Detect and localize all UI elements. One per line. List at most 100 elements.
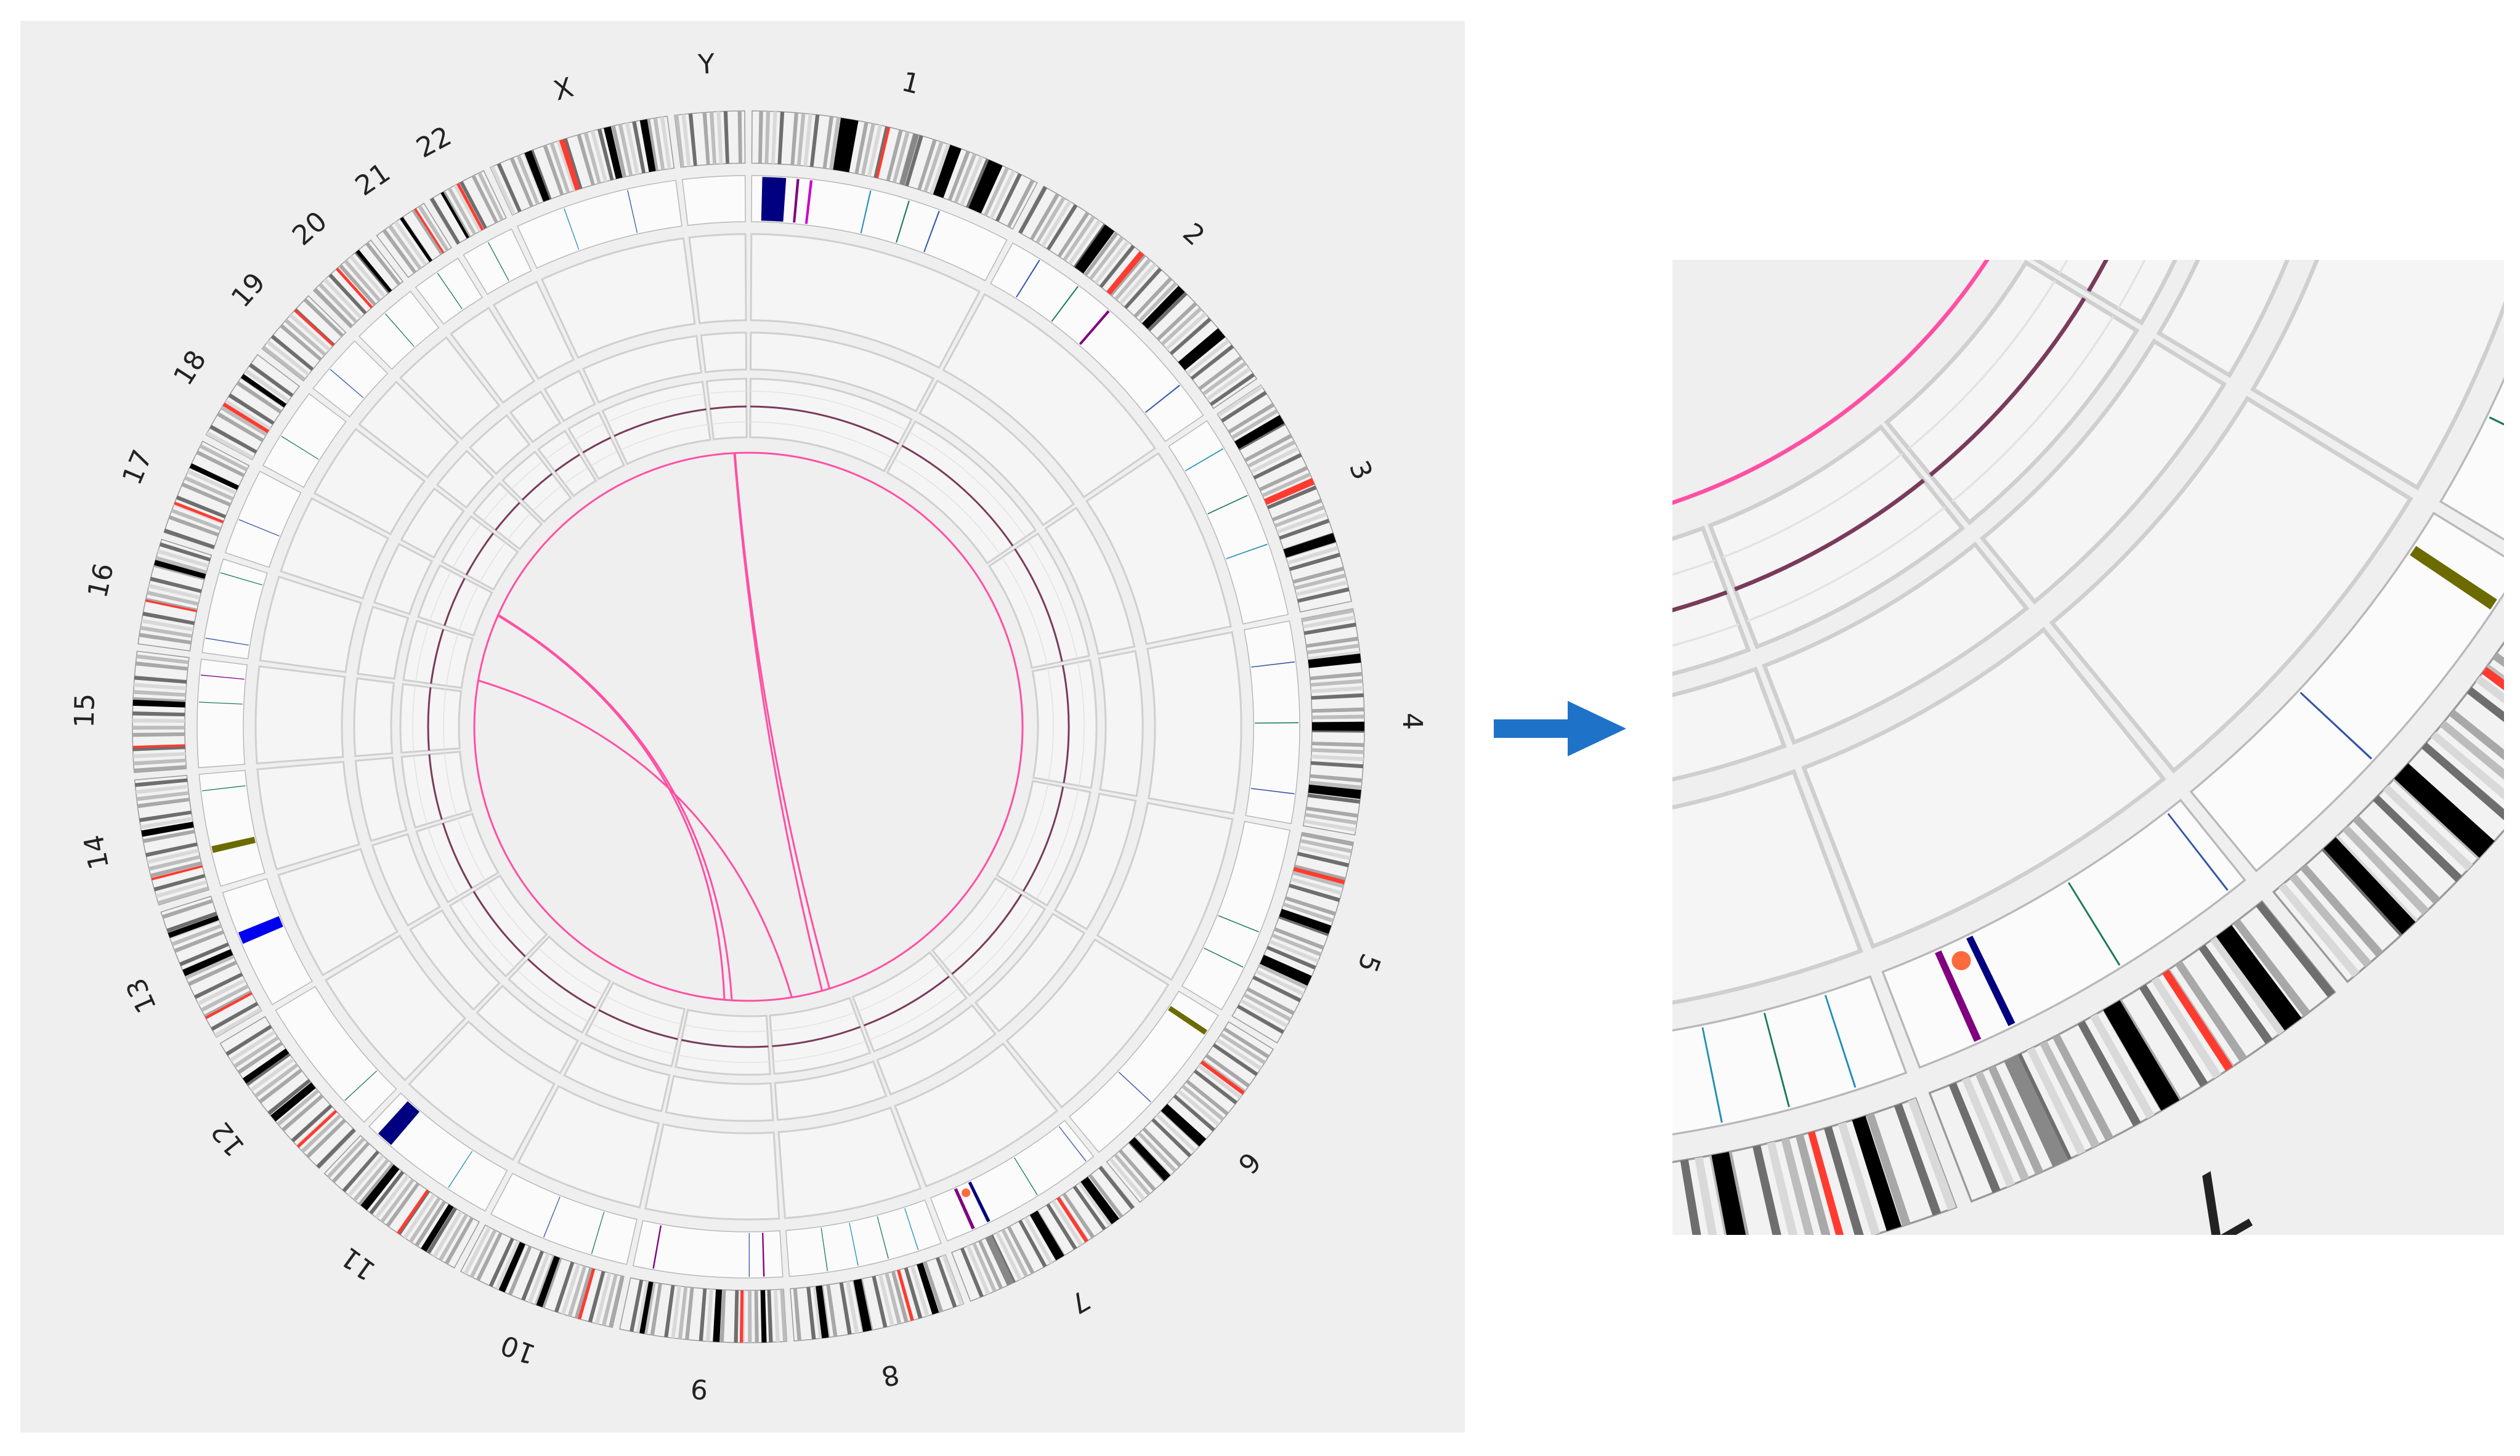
chr-13-band — [214, 1008, 262, 1037]
chr-7-band — [978, 1240, 1003, 1290]
chr-20-line-track — [521, 472, 553, 501]
chr-10-band — [521, 1250, 544, 1301]
chr-21-ideogram — [376, 203, 452, 278]
chr-1-line-track — [750, 405, 899, 445]
chr-19-ring-gridline — [507, 513, 531, 540]
chr-x-band — [490, 166, 516, 216]
zoom-chr-6-band — [2383, 785, 2473, 871]
zoom-chr-7-feature-track — [1881, 798, 2247, 1069]
chr-2-band — [1099, 245, 1135, 288]
chr-8-ring-3 — [769, 997, 872, 1075]
chr-15-band — [133, 751, 186, 759]
chr-1-ideogram-mark — [899, 133, 920, 185]
chr-19-feature-track — [312, 340, 389, 418]
chr-4-segment: 4 — [1031, 608, 1428, 836]
chr-18-ideogram-mark — [240, 374, 287, 408]
chr-13-band — [194, 973, 243, 1000]
chr-3-band — [1250, 447, 1299, 474]
chr-12-band — [267, 1078, 311, 1115]
chr-1-band — [796, 113, 806, 166]
zoom-chr-6-segment — [1884, 260, 2504, 984]
chr-3-ring-gridline — [1002, 557, 1048, 665]
chr-17-band — [168, 515, 219, 537]
chr-1-band — [995, 173, 1022, 222]
chr-3-band — [1294, 573, 1347, 590]
chr-18-band — [249, 363, 294, 397]
chr-4-feature-mark — [1254, 722, 1298, 724]
chr-13-band — [211, 1001, 259, 1031]
chr-2-band — [1205, 367, 1251, 401]
chr-y-band — [702, 112, 710, 165]
zoom-chr-8-ring-gridline — [1672, 623, 1740, 647]
chr-x-band — [611, 125, 626, 177]
chr-6-ring-gridline — [942, 886, 1009, 963]
chr-y-band — [675, 115, 684, 168]
chr-y-ring-1 — [688, 233, 747, 325]
chr-16-band — [140, 626, 193, 638]
chr-13-ring-3 — [415, 812, 500, 904]
chr-10-band — [588, 1271, 606, 1323]
chr-14-label: 14 — [78, 832, 116, 872]
chr-5-band — [1240, 998, 1288, 1028]
chr-22-band — [430, 197, 460, 245]
chr-9-band — [734, 1290, 739, 1343]
zoom-chr-6-ring-gridline — [1951, 315, 2115, 503]
chr-15-ring-gridline — [412, 686, 416, 752]
zoom-chr-7-band — [2210, 936, 2285, 1035]
chr-18-feature-mark — [281, 435, 319, 460]
chr-22-band — [453, 184, 482, 232]
chr-16-band — [147, 591, 199, 606]
zoom-chr-7-band — [1948, 1082, 2001, 1194]
chr-1-ideogram-mark — [968, 160, 1003, 214]
zoom-chr-6-ring-2 — [1979, 338, 2227, 605]
chr-1-band — [960, 156, 984, 206]
chr-9-band — [671, 1285, 681, 1338]
chr-8-band — [891, 1271, 909, 1323]
chr-7-ring-3 — [851, 951, 968, 1053]
chr-20-feature-track — [359, 290, 440, 370]
chr-6-line-track — [951, 894, 1023, 975]
chr-16-ring-3 — [402, 620, 474, 689]
chr-4-band — [1311, 742, 1364, 747]
chr-7-band — [1072, 1185, 1106, 1231]
chr-y-ring-gridline — [708, 390, 747, 394]
chr-18-band — [217, 412, 264, 442]
chr-3-band — [1220, 390, 1267, 423]
chr-4-band — [1305, 806, 1358, 818]
chr-1-ring-2 — [749, 331, 935, 413]
chr-21-feature-mark — [437, 272, 463, 310]
chr-22-ring-1 — [492, 280, 575, 380]
chr-8-line-track — [772, 1025, 861, 1048]
chr-7-feature-track — [930, 1120, 1095, 1242]
chr-5-band — [1273, 927, 1324, 950]
chr-16-label: 16 — [82, 560, 120, 601]
chr-1-feature-track — [751, 175, 1008, 281]
chr-17-band — [164, 528, 215, 549]
chr-2-band — [1084, 232, 1119, 277]
chr-3-band — [1247, 440, 1296, 468]
chr-11-band — [358, 1163, 394, 1206]
chr-20-band — [349, 255, 386, 298]
chr-1-band — [983, 167, 1010, 216]
chr-3-segment: 3 — [987, 384, 1379, 669]
chr-3-band — [1292, 566, 1345, 584]
chr-6-ring-1 — [1005, 938, 1170, 1109]
chr-9-ring-2 — [665, 1075, 774, 1122]
chr-22-ring-2 — [543, 370, 596, 423]
chr-x-feature-mark — [564, 208, 580, 250]
zoom-chr-5-line-track — [2086, 260, 2109, 293]
zoom-chr-link — [1448, 0, 1658, 508]
zoom-chr-15-band — [113, 0, 230, 12]
zoom-chr-6-band — [2431, 731, 2504, 800]
chr-14-feature-track — [198, 769, 266, 887]
chr-7-ring-1 — [894, 1042, 1059, 1188]
chr-4-band — [1309, 780, 1362, 790]
chr-11-feature-mark — [448, 1151, 473, 1188]
chr-12-band — [306, 1118, 346, 1159]
chr-20-band — [344, 259, 381, 302]
chr-22-band — [447, 187, 477, 235]
chr-9-ring-gridline — [678, 1054, 769, 1063]
chr-6-band — [1151, 1118, 1192, 1158]
chr-15-band — [132, 726, 185, 730]
zoom-chr-8-band — [1908, 1098, 1956, 1211]
